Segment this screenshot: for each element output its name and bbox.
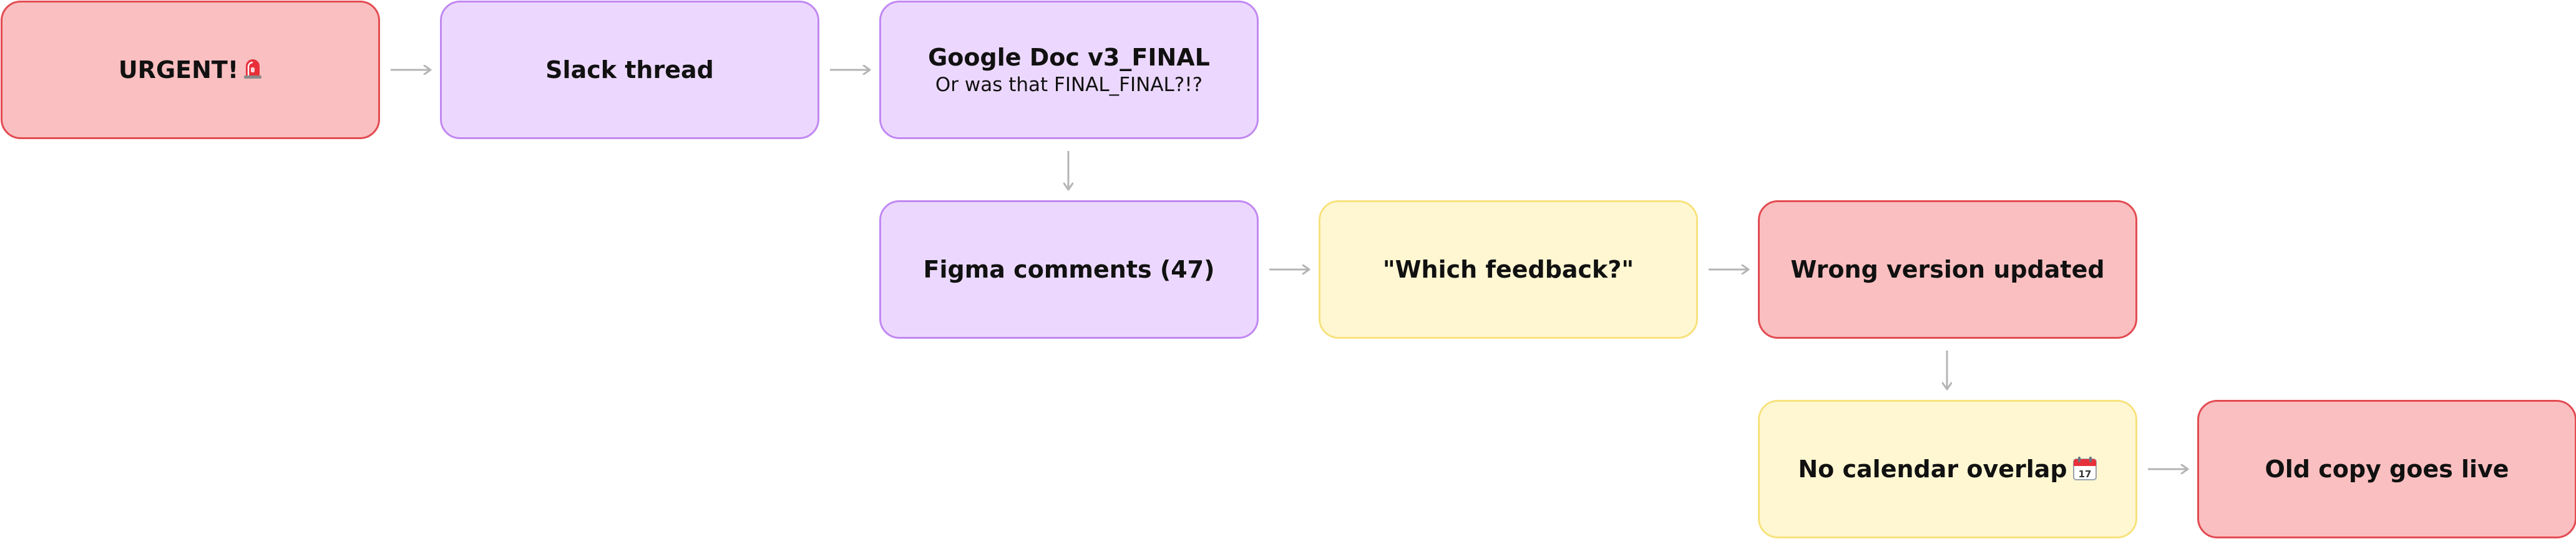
node-urgent: URGENT! <box>1 1 380 139</box>
node-urgent-title: URGENT! <box>119 56 262 84</box>
node-slack-thread: Slack thread <box>440 1 819 139</box>
siren-icon <box>243 57 262 79</box>
node-wrong-version-title: Wrong version updated <box>1790 256 2105 283</box>
node-slack-thread-title: Slack thread <box>545 56 714 84</box>
node-old-copy-live-title: Old copy goes live <box>2265 455 2509 483</box>
node-old-copy-live: Old copy goes live <box>2197 400 2576 538</box>
node-figma-comments: Figma comments (47) <box>879 200 1259 339</box>
node-no-calendar-overlap-label: No calendar overlap <box>1798 455 2067 483</box>
svg-text:17: 17 <box>2078 469 2091 480</box>
node-google-doc-subtitle: Or was that FINAL_FINAL?!? <box>935 74 1203 96</box>
node-google-doc: Google Doc v3_FINAL Or was that FINAL_FI… <box>879 1 1259 139</box>
node-google-doc-title: Google Doc v3_FINAL <box>928 44 1210 71</box>
calendar-icon: 17 <box>2072 456 2097 481</box>
node-which-feedback-title: "Which feedback?" <box>1382 256 1634 283</box>
node-figma-comments-title: Figma comments (47) <box>923 256 1215 283</box>
node-urgent-label: URGENT! <box>118 56 239 84</box>
node-no-calendar-overlap: No calendar overlap 17 <box>1758 400 2137 538</box>
node-which-feedback: "Which feedback?" <box>1319 200 1698 339</box>
node-no-calendar-overlap-title: No calendar overlap 17 <box>1798 455 2097 483</box>
node-wrong-version: Wrong version updated <box>1758 200 2137 339</box>
